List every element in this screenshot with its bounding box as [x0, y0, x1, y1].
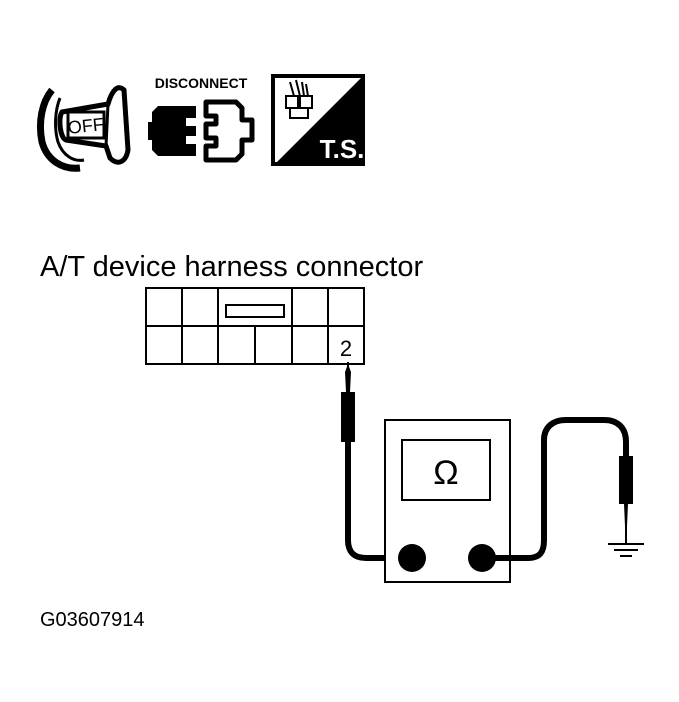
disconnect-label: DISCONNECT	[155, 75, 248, 91]
ohm-symbol: Ω	[433, 454, 458, 492]
ignition-off-label: OFF	[67, 114, 105, 138]
harness-connector	[145, 287, 365, 365]
meter-terminal-positive	[398, 544, 426, 572]
ts-label: T.S.	[320, 134, 365, 164]
figure-code: G03607914	[40, 609, 145, 631]
connector-title: A/T device harness connector	[40, 251, 423, 283]
probe-ground	[482, 417, 633, 561]
pin-2-label: 2	[340, 336, 352, 361]
disconnect-connector-icon: DISCONNECT	[148, 75, 255, 163]
ignition-key-icon: OFF	[36, 85, 131, 172]
ground-icon	[608, 536, 644, 557]
probe-positive	[341, 362, 408, 561]
terminal-side-icon: T.S.	[271, 74, 365, 166]
